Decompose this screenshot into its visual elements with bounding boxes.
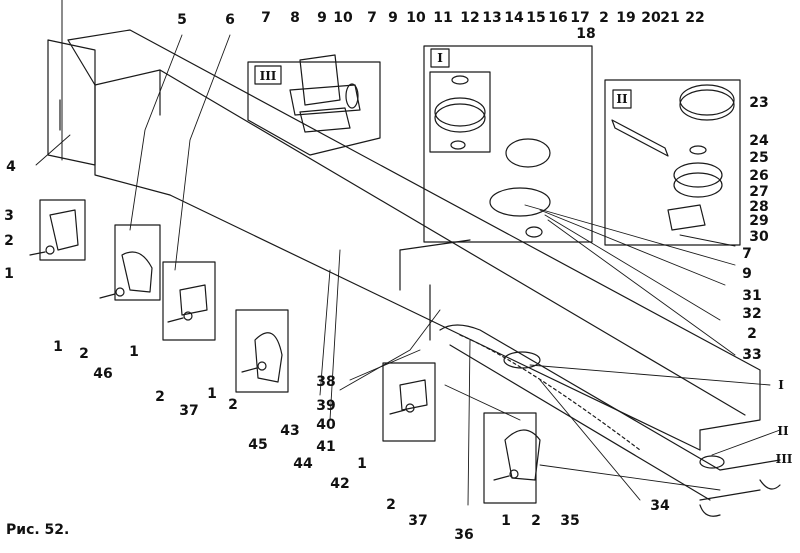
callout-6: 6 <box>225 12 235 28</box>
callout-13: 13 <box>482 10 502 26</box>
callout-36: 36 <box>454 527 474 543</box>
callout-9: 9 <box>742 266 752 282</box>
callout-26: 26 <box>749 168 769 184</box>
callout-2: 2 <box>599 10 609 26</box>
inset-III-box <box>247 54 381 156</box>
callout-37: 37 <box>179 403 199 419</box>
callout-45: 45 <box>248 437 268 453</box>
leader-lines <box>35 34 781 506</box>
callout-15: 15 <box>526 10 546 26</box>
callout-8: 8 <box>290 10 300 26</box>
callout-7: 7 <box>261 10 271 26</box>
callout-42: 42 <box>330 476 350 492</box>
callout-14: 14 <box>504 10 524 26</box>
callout-21: 21 <box>660 10 680 26</box>
callout-18: 18 <box>576 26 596 42</box>
fasteners <box>29 245 519 481</box>
callout-22: 22 <box>685 10 705 26</box>
callout-19: 19 <box>616 10 636 26</box>
callout-46: 46 <box>93 366 113 382</box>
callout-9: 9 <box>317 10 327 26</box>
callout-16: 16 <box>548 10 568 26</box>
callout-1: 1 <box>501 513 511 529</box>
callout-41: 41 <box>316 439 336 455</box>
callout-30: 30 <box>749 229 769 245</box>
callout-23: 23 <box>749 95 769 111</box>
callout-44: 44 <box>293 456 313 472</box>
left-end-plate <box>47 0 96 166</box>
callout-29: 29 <box>749 213 769 229</box>
callout-7: 7 <box>742 246 752 262</box>
callout-20: 20 <box>641 10 661 26</box>
inset-label-I: I <box>437 51 443 65</box>
callout-10: 10 <box>406 10 426 26</box>
boom-beam <box>67 29 761 451</box>
callout-1: 1 <box>4 266 14 282</box>
callout-38: 38 <box>316 374 336 390</box>
callout-3: 3 <box>4 208 14 224</box>
callout-I: I <box>778 378 784 392</box>
callout-2: 2 <box>79 346 89 362</box>
callout-31: 31 <box>742 288 762 304</box>
callout-32: 32 <box>742 306 762 322</box>
callout-40: 40 <box>316 417 336 433</box>
inset-label-II: II <box>616 92 628 106</box>
callout-II: II <box>777 424 789 438</box>
callout-11: 11 <box>433 10 453 26</box>
callout-1: 1 <box>207 386 217 402</box>
inset-I-box <box>423 45 593 243</box>
callout-7: 7 <box>367 10 377 26</box>
callout-2: 2 <box>386 497 396 513</box>
callout-34: 34 <box>650 498 670 514</box>
callout-24: 24 <box>749 133 769 149</box>
lower-boom-section <box>439 324 781 517</box>
callout-27: 27 <box>749 184 769 200</box>
callout-39: 39 <box>316 398 336 414</box>
figure-caption: Рис. 52. <box>6 522 70 538</box>
callout-12: 12 <box>460 10 480 26</box>
callout-37: 37 <box>408 513 428 529</box>
callout-2: 2 <box>747 326 757 342</box>
callout-1: 1 <box>53 339 63 355</box>
callout-17: 17 <box>570 10 590 26</box>
callout-1: 1 <box>129 344 139 360</box>
callout-33: 33 <box>742 347 762 363</box>
callout-2: 2 <box>531 513 541 529</box>
bracket-detail-boxes <box>39 199 541 504</box>
callout-10: 10 <box>333 10 353 26</box>
callout-28: 28 <box>749 199 769 215</box>
callout-43: 43 <box>280 423 300 439</box>
callout-4: 4 <box>6 159 16 175</box>
callout-2: 2 <box>155 389 165 405</box>
inset-label-III: III <box>259 69 277 83</box>
callout-1: 1 <box>357 456 367 472</box>
callout-35: 35 <box>560 513 580 529</box>
callout-III: III <box>775 452 793 466</box>
callout-9: 9 <box>388 10 398 26</box>
callout-2: 2 <box>228 397 238 413</box>
callout-5: 5 <box>177 12 187 28</box>
callout-25: 25 <box>749 150 769 166</box>
inset-II-box <box>604 79 741 246</box>
callout-2: 2 <box>4 233 14 249</box>
